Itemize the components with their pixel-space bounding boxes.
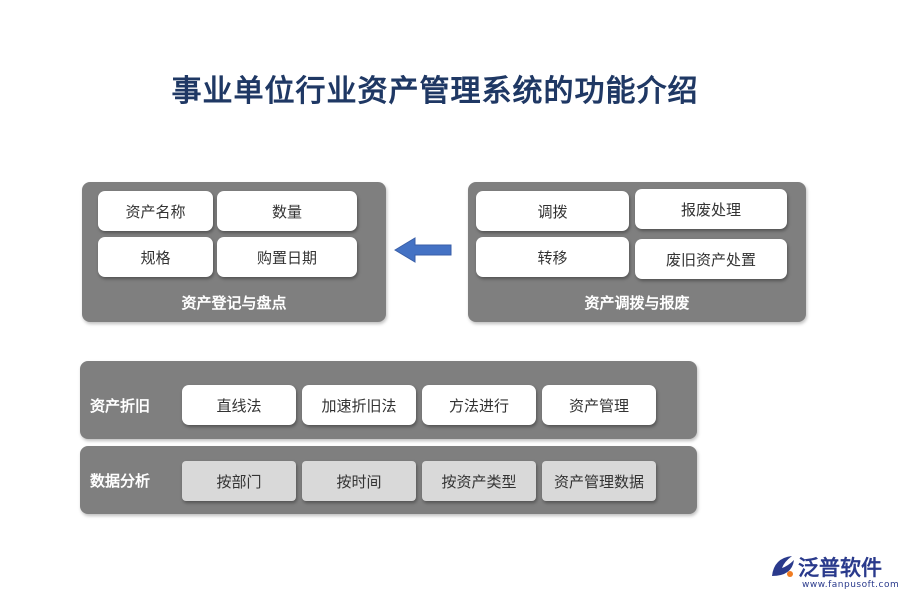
box-straight-line: 直线法 bbox=[182, 385, 296, 425]
box-accelerated: 加速折旧法 bbox=[302, 385, 416, 425]
box-waste-disposal: 废旧资产处置 bbox=[635, 239, 787, 279]
box-purchase-date: 购置日期 bbox=[217, 237, 357, 277]
box-spec: 规格 bbox=[98, 237, 213, 277]
page-title: 事业单位行业资产管理系统的功能介绍 bbox=[171, 74, 699, 109]
box-allocation: 调拨 bbox=[476, 191, 629, 231]
fanpu-logo-icon bbox=[772, 556, 794, 577]
brand-logo: 泛普软件 www.fanpusoft.com bbox=[768, 550, 899, 595]
box-by-department: 按部门 bbox=[182, 461, 296, 501]
logo-name: 泛普软件 bbox=[798, 556, 882, 580]
box-scrap-handling: 报废处理 bbox=[635, 189, 787, 229]
box-asset-data: 资产管理数据 bbox=[542, 461, 656, 501]
box-transfer: 转移 bbox=[476, 237, 629, 277]
panel-asset-transfer: 调拨 报废处理 转移 废旧资产处置 资产调拨与报废 bbox=[468, 182, 806, 322]
box-asset-management: 资产管理 bbox=[542, 385, 656, 425]
panel-analysis-label: 数据分析 bbox=[90, 472, 151, 490]
box-by-asset-type: 按资产类型 bbox=[422, 461, 536, 501]
box-by-time: 按时间 bbox=[302, 461, 416, 501]
panel-asset-register: 资产名称 数量 规格 购置日期 资产登记与盘点 bbox=[82, 182, 386, 322]
box-method: 方法进行 bbox=[422, 385, 536, 425]
box-asset-name: 资产名称 bbox=[98, 191, 213, 231]
panel-depreciation-label: 资产折旧 bbox=[90, 397, 151, 415]
panel-data-analysis: 数据分析 按部门 按时间 按资产类型 资产管理数据 bbox=[80, 446, 697, 514]
panel-depreciation: 资产折旧 直线法 加速折旧法 方法进行 资产管理 bbox=[80, 361, 697, 439]
arrow-left-icon bbox=[394, 237, 452, 263]
logo-url: www.fanpusoft.com bbox=[802, 580, 900, 590]
box-quantity: 数量 bbox=[217, 191, 357, 231]
panel-transfer-label: 资产调拨与报废 bbox=[584, 294, 690, 312]
panel-register-label: 资产登记与盘点 bbox=[181, 294, 287, 312]
